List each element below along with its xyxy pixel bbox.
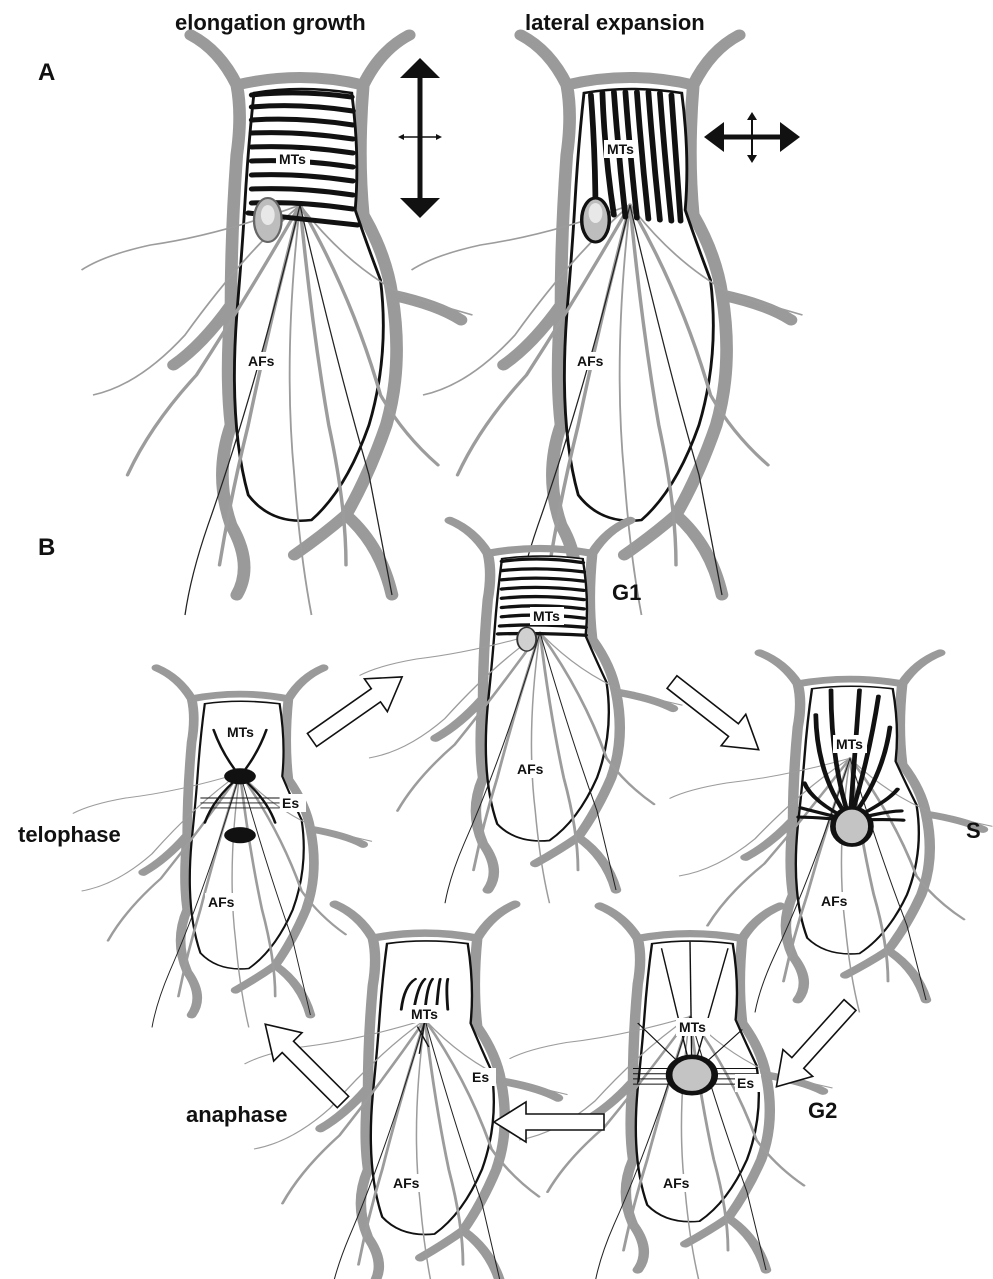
- mts-label-elongation: MTs: [276, 150, 310, 168]
- afs-label-g2: AFs: [660, 1174, 694, 1192]
- svg-text:AFs: AFs: [821, 893, 848, 909]
- arrow-g2-to-anaphase: [494, 1102, 604, 1142]
- svg-text:AFs: AFs: [208, 894, 235, 910]
- es-label-anaphase: Es: [470, 1068, 496, 1086]
- panel-label-b: B: [38, 534, 55, 561]
- afs-label-elongation: AFs: [245, 352, 279, 370]
- svg-text:MTs: MTs: [411, 1006, 438, 1022]
- svg-text:AFs: AFs: [663, 1175, 690, 1191]
- stage-label-telophase: telophase: [18, 822, 121, 847]
- title-lateral-expansion: lateral expansion: [525, 10, 705, 35]
- mts-label-g2: MTs: [676, 1018, 710, 1036]
- svg-text:AFs: AFs: [577, 353, 604, 369]
- stage-label-g1: G1: [612, 580, 641, 605]
- es-label-g2: Es: [735, 1074, 761, 1092]
- afs-label-g1: AFs: [514, 760, 548, 778]
- afs-label-s: AFs: [818, 892, 852, 910]
- svg-text:MTs: MTs: [679, 1019, 706, 1035]
- es-label-telophase: Es: [280, 794, 306, 812]
- mts-label-g1: MTs: [530, 607, 564, 625]
- svg-text:MTs: MTs: [533, 608, 560, 624]
- svg-text:MTs: MTs: [227, 724, 254, 740]
- elongation-direction-arrow: [398, 58, 442, 218]
- svg-text:Es: Es: [737, 1075, 754, 1091]
- svg-text:Es: Es: [472, 1069, 489, 1085]
- title-elongation-growth: elongation growth: [175, 10, 366, 35]
- stage-label-s: S: [966, 818, 981, 843]
- svg-text:AFs: AFs: [248, 353, 275, 369]
- stage-label-g2: G2: [808, 1098, 837, 1123]
- svg-text:AFs: AFs: [393, 1175, 420, 1191]
- svg-text:MTs: MTs: [279, 151, 306, 167]
- svg-text:Es: Es: [282, 795, 299, 811]
- svg-text:MTs: MTs: [607, 141, 634, 157]
- afs-label-telophase: AFs: [205, 893, 239, 911]
- lateral-direction-arrow: [704, 112, 800, 163]
- svg-text:MTs: MTs: [836, 736, 863, 752]
- afs-label-lateral: AFs: [574, 352, 608, 370]
- panel-label-a: A: [38, 59, 55, 86]
- arrow-anaphase-to-telophase: [251, 1010, 357, 1116]
- cell-g1: [360, 520, 683, 903]
- mts-label-lateral: MTs: [604, 140, 638, 158]
- mts-label-anaphase: MTs: [408, 1005, 442, 1023]
- cell-anaphase: [244, 904, 567, 1279]
- stage-label-anaphase: anaphase: [186, 1102, 288, 1127]
- afs-label-anaphase: AFs: [390, 1174, 424, 1192]
- mts-label-telophase: MTs: [224, 723, 258, 741]
- arrow-g1-to-s: [660, 666, 771, 765]
- svg-text:AFs: AFs: [517, 761, 544, 777]
- mts-label-s: MTs: [833, 735, 867, 753]
- cell-elongation: [82, 35, 473, 615]
